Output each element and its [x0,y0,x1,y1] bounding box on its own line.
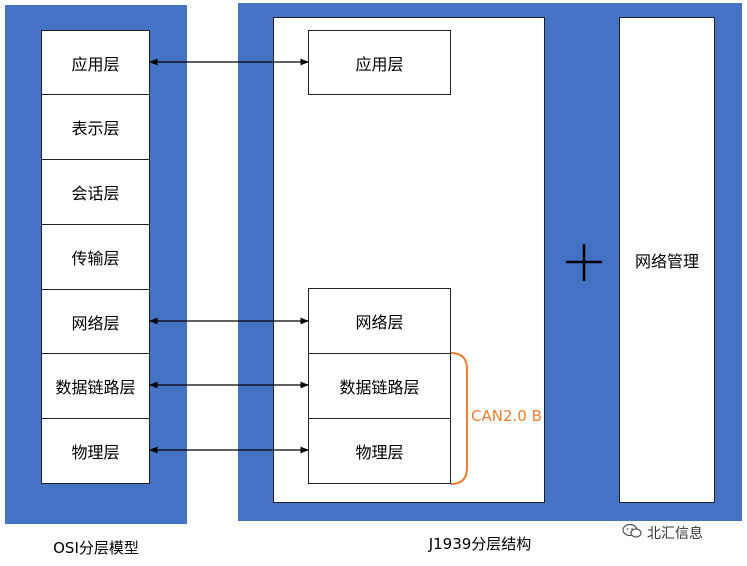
watermark-text: 北汇信息 [647,526,703,542]
j1939-caption: J1939分层结构 [428,535,532,553]
plus-icon [566,244,602,281]
osi-layer-session: 会话层 [41,159,150,225]
can-bracket [450,352,468,485]
osi-layer-application: 应用层 [41,30,150,95]
osi-layer-presentation: 表示层 [41,94,150,160]
osi-caption: OSI分层模型 [53,539,139,557]
j1939-layer-application: 应用层 [308,30,451,95]
wechat-icon [622,523,642,541]
j1939-layer-network: 网络层 [308,288,451,354]
can-label: CAN2.0 B [471,407,542,425]
osi-layer-datalink: 数据链路层 [41,353,150,419]
watermark: 北汇信息 [622,523,703,543]
j1939-layer-physical: 物理层 [308,418,451,484]
network-management-box: 网络管理 [619,17,715,503]
osi-layer-transport: 传输层 [41,224,150,290]
osi-layer-physical: 物理层 [41,418,150,484]
